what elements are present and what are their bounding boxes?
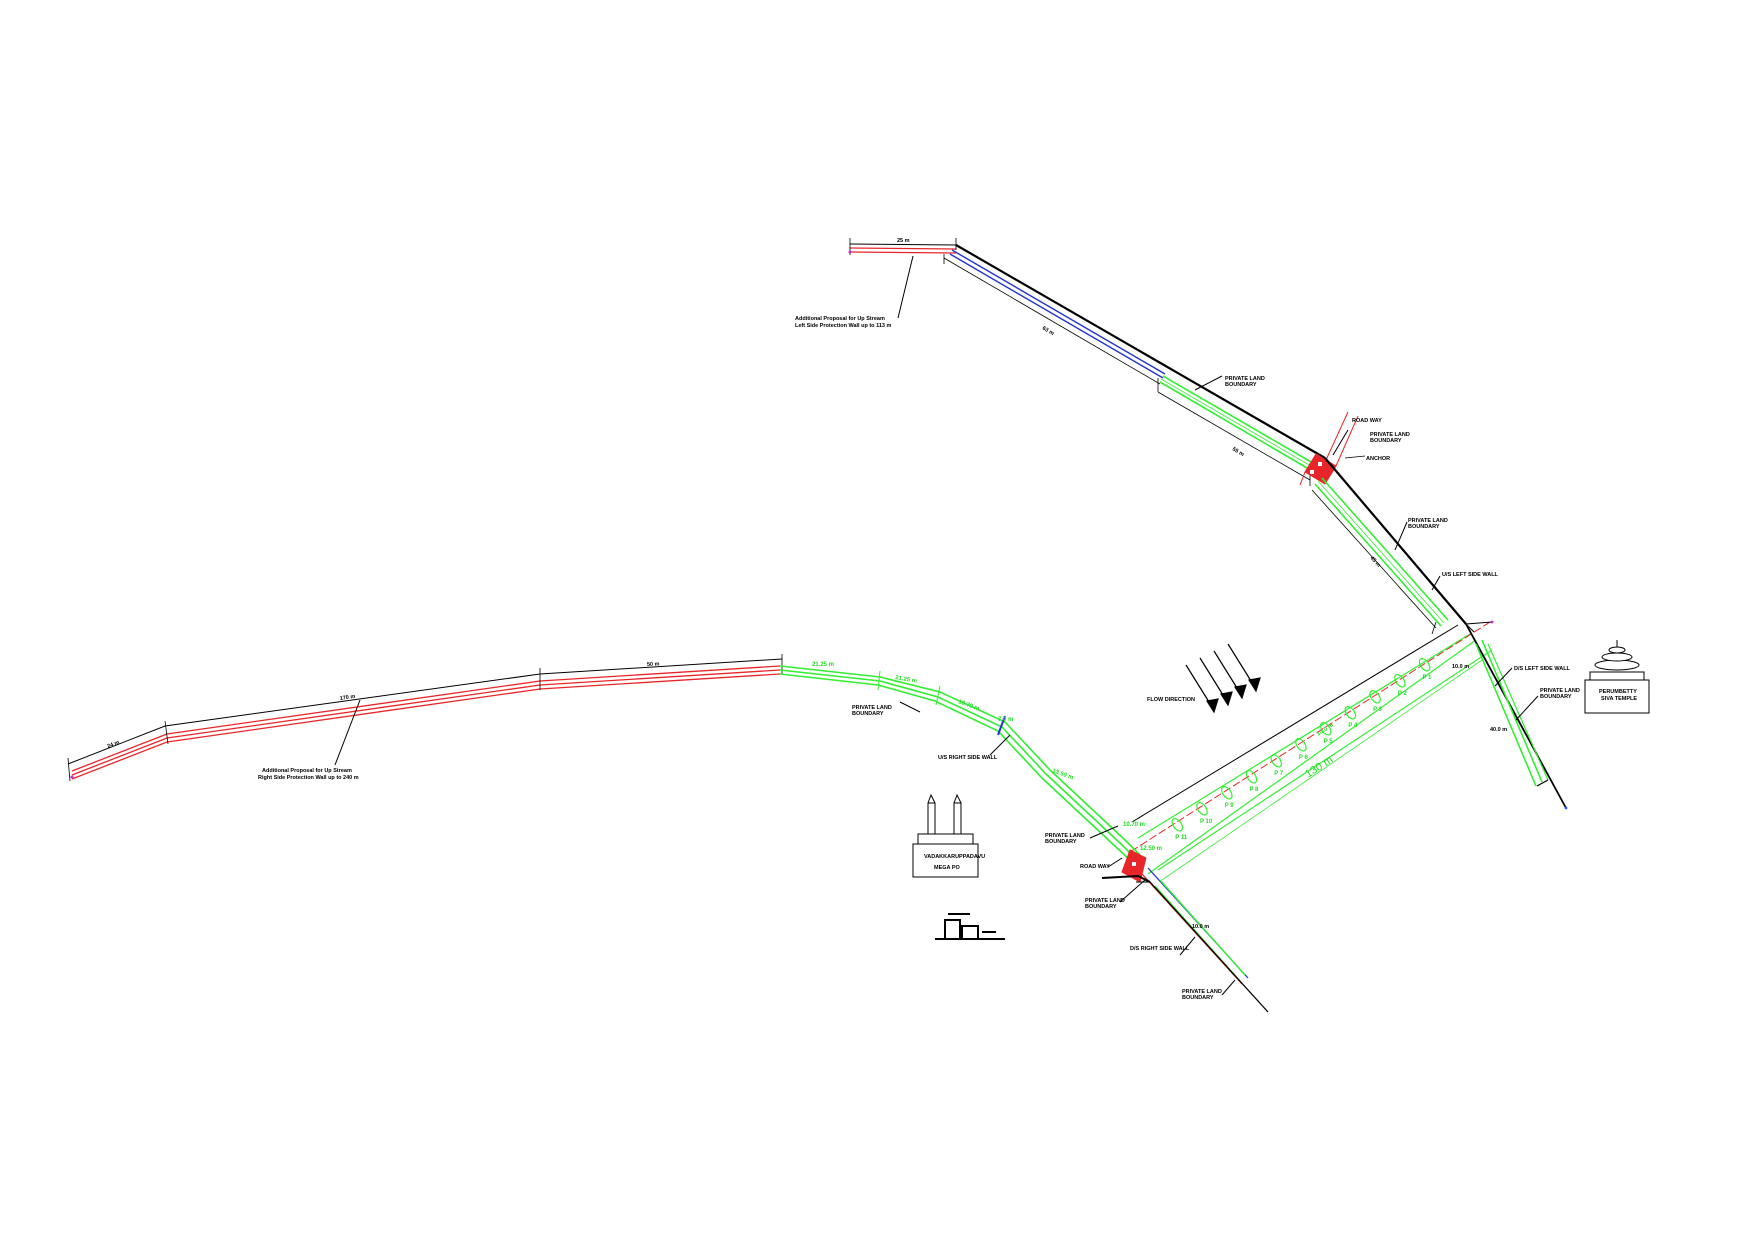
dim-bottom-2: 12.50 m xyxy=(1140,846,1162,852)
upstream-right-label-2: Right Side Protection Wall up to 240 m xyxy=(258,775,359,781)
bridge-section: P 1 P 2 P 3 P 4 P 5 P 6 P 7 P 8 P 9 P 10 P 11 130 … xyxy=(1129,621,1493,881)
pier-label: P 10 xyxy=(1200,819,1213,825)
ds-left-side-wall-label: D/S LEFT SIDE WALL xyxy=(1514,666,1571,672)
pier-marker xyxy=(1295,738,1307,752)
pier-label: P 2 xyxy=(1398,691,1408,697)
ds-left-side-wall xyxy=(1465,620,1568,810)
private-land-label-h2: BOUNDARY xyxy=(1182,995,1214,1001)
upstream-right-label-1: Additional Proposal for Up Stream xyxy=(262,768,352,774)
temple-left-label-2: MEGA PO xyxy=(934,865,960,871)
pier-marker xyxy=(1344,706,1357,720)
private-land-label-g1: PRIVATE LAND xyxy=(1085,898,1125,904)
left-wall-blue-segment xyxy=(951,249,1166,375)
private-land-label-f1: PRIVATE LAND xyxy=(1045,833,1085,839)
temple-left-icon xyxy=(912,793,979,878)
dim-right-lower: 40.0 m xyxy=(1490,727,1507,733)
private-land-boundary-line-upper xyxy=(955,244,1326,459)
dim-green-2: 21.25 m xyxy=(895,675,918,685)
pier-label: P 9 xyxy=(1225,803,1235,809)
pier-label: P 11 xyxy=(1175,835,1188,841)
pier-label: P 3 xyxy=(1373,707,1383,713)
temple-right-label-1: PERUMBETTY xyxy=(1599,689,1637,695)
private-land-label-d1: PRIVATE LAND xyxy=(1540,688,1580,694)
private-land-label-b1: PRIVATE LAND xyxy=(1370,432,1410,438)
symbol-legend-icon xyxy=(935,913,1005,940)
private-land-label-a2: BOUNDARY xyxy=(1225,382,1257,388)
piers: P 1 P 2 P 3 P 4 P 5 P 6 P 7 P 8 P 9 P 10 P 11 xyxy=(1171,658,1433,841)
dim-left-far: 24 m xyxy=(107,740,121,750)
left-wall-green-segment-upper xyxy=(1159,375,1319,473)
private-land-label-a1: PRIVATE LAND xyxy=(1225,376,1265,382)
private-land-label-c1: PRIVATE LAND xyxy=(1408,518,1448,524)
dim-green-5: 13.50 m xyxy=(1051,768,1074,781)
pier-marker xyxy=(1245,770,1258,784)
us-left-side-wall-green xyxy=(1314,477,1449,627)
road-way-label-lower: ROAD WAY xyxy=(1080,864,1110,870)
private-land-label-f2: BOUNDARY xyxy=(1045,839,1077,845)
pier-marker xyxy=(1418,658,1431,672)
pier-label: P 1 xyxy=(1423,675,1433,681)
private-land-label-g2: BOUNDARY xyxy=(1085,904,1117,910)
pier-marker xyxy=(1319,722,1332,736)
dim-left-middle: 170 m xyxy=(339,694,355,702)
upstream-left-label-2: Left Side Protection Wall up to 113 m xyxy=(795,323,891,329)
pier-marker xyxy=(1270,754,1282,768)
pier-label: P 4 xyxy=(1348,723,1358,729)
pier-label: P 5 xyxy=(1324,739,1334,745)
pier-label: P 8 xyxy=(1250,787,1260,793)
dim-top-blue: 63 m xyxy=(1041,326,1055,338)
bridge-length-label: 130 m xyxy=(1303,754,1335,781)
dim-green-1: 21.25 m xyxy=(812,662,834,668)
pier-marker xyxy=(1221,786,1233,800)
temple-left-label-1: VADAKKARUPPADAVU xyxy=(924,854,985,860)
upstream-left-wall xyxy=(848,238,1467,635)
dim-green-4: 7.0 m xyxy=(998,717,1013,723)
bridge-center-line xyxy=(1129,621,1491,853)
private-land-label-h1: PRIVATE LAND xyxy=(1182,989,1222,995)
pier-marker xyxy=(1171,818,1184,832)
pier-spacing-label: 10.0 m xyxy=(1316,722,1335,737)
pier-marker xyxy=(1394,674,1406,688)
private-land-label-e2: BOUNDARY xyxy=(852,711,884,717)
pier-marker xyxy=(1196,802,1208,816)
dim-green-3: 16.70 m xyxy=(957,699,980,712)
temple-right-label-2: SIVA TEMPLE xyxy=(1601,696,1637,702)
ds-right-side-wall xyxy=(1136,867,1269,1013)
private-land-label-e1: PRIVATE LAND xyxy=(852,705,892,711)
anchor-label: ANCHOR xyxy=(1366,456,1390,462)
pier-marker xyxy=(1369,690,1381,704)
dim-top-short: 25 m xyxy=(897,238,910,244)
dim-bottom-3: 10.0 m xyxy=(1192,924,1209,930)
upstream-right-wall xyxy=(67,654,1269,1013)
road-way-label-upper: ROAD WAY xyxy=(1352,418,1382,424)
dim-right-pier-gap: 10.0 m xyxy=(1452,664,1469,670)
pier-label: P 7 xyxy=(1274,771,1284,777)
dim-top-green: 55 m xyxy=(1231,447,1245,459)
temple-right-icon xyxy=(1584,640,1650,714)
private-land-label-d2: BOUNDARY xyxy=(1540,694,1572,700)
left-wall-short-red-segment xyxy=(849,247,957,250)
upstream-left-label-1: Additional Proposal for Up Stream xyxy=(795,316,885,322)
us-left-side-wall-label: U/S LEFT SIDE WALL xyxy=(1442,572,1499,578)
flow-direction-label: FLOW DIRECTION xyxy=(1147,697,1195,703)
flow-direction-arrows xyxy=(1185,643,1261,714)
pier-label: P 6 xyxy=(1299,755,1309,761)
us-right-side-wall-green xyxy=(779,665,1141,856)
left-wall-short-red-segment-2 xyxy=(849,251,957,254)
private-land-label-b2: BOUNDARY xyxy=(1370,438,1402,444)
ds-right-side-wall-label: D/S RIGHT SIDE WALL xyxy=(1130,946,1190,952)
private-land-label-c2: BOUNDARY xyxy=(1408,524,1440,530)
right-wall-red-outer xyxy=(71,665,781,772)
road-way-block-upper xyxy=(1299,411,1359,486)
us-right-side-wall-label: U/S RIGHT SIDE WALL xyxy=(938,755,998,761)
dim-bottom-1: 10.70 m xyxy=(1123,822,1145,828)
dim-left-near: 50 m xyxy=(647,661,660,668)
